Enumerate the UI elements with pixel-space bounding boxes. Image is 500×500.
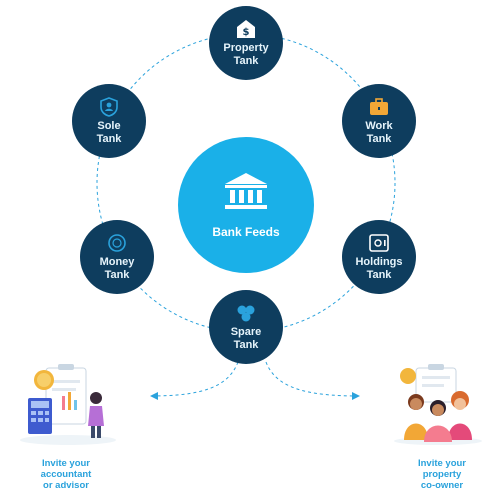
co-owner-illustration [394,364,482,445]
invite-accountant-line-3: or advisor [43,480,89,491]
coin-icon [106,232,128,254]
bank-feeds-hub[interactable]: Bank Feeds [178,137,314,273]
property-tank-label-2: Tank [233,55,259,67]
holdings-tank-label-2: Tank [366,269,392,281]
orbit-ring [96,33,396,333]
briefcase-icon [368,96,390,118]
sole-tank-label-2: Tank [96,133,122,145]
safe-icon [368,232,390,254]
property-tank-label-1: Property [223,42,269,54]
sole-tank-label-1: Sole [97,120,121,132]
invite-accountant-line-2: accountant [40,469,92,480]
arrow-left-head [150,392,158,400]
accountant-illustration [20,364,116,445]
work-tank-label-1: Work [365,120,393,132]
invite-co-owner-link[interactable]: Invite your property co-owner [402,458,482,491]
spare-tank-label-1: Spare [230,326,262,338]
invite-accountant-line-1: Invite your [41,458,91,469]
holdings-tank-node[interactable]: Holdings Tank [342,220,416,294]
bank-icon [225,173,267,209]
money-tank-label-1: Money [99,256,135,268]
invite-accountant-link[interactable]: Invite your accountant or advisor [26,458,106,491]
work-tank-node[interactable]: Work Tank [342,84,416,158]
money-tank-label-2: Tank [104,269,130,281]
bank-feeds-label: Bank Feeds [212,225,280,239]
spare-tank-node[interactable]: Spare Tank [209,290,283,364]
coins-icon [235,302,257,324]
money-tank-node[interactable]: Money Tank [80,220,154,294]
arrow-right-line [265,361,361,397]
holdings-tank-label-1: Holdings [355,256,403,268]
spare-tank-label-2: Tank [233,339,259,351]
svg-text:$: $ [243,27,250,38]
sole-tank-node[interactable]: Sole Tank [72,84,146,158]
work-tank-label-2: Tank [366,133,392,145]
invite-co-owner-line-3: co-owner [420,480,464,491]
arrow-left-line [149,361,239,397]
shield-user-icon [98,96,120,118]
arrow-right-head [352,392,360,400]
house-dollar-icon: $ [235,18,257,40]
invite-co-owner-line-2: property [422,469,462,480]
property-tank-node[interactable]: $ Property Tank [209,6,283,80]
invite-co-owner-line-1: Invite your [417,458,467,469]
